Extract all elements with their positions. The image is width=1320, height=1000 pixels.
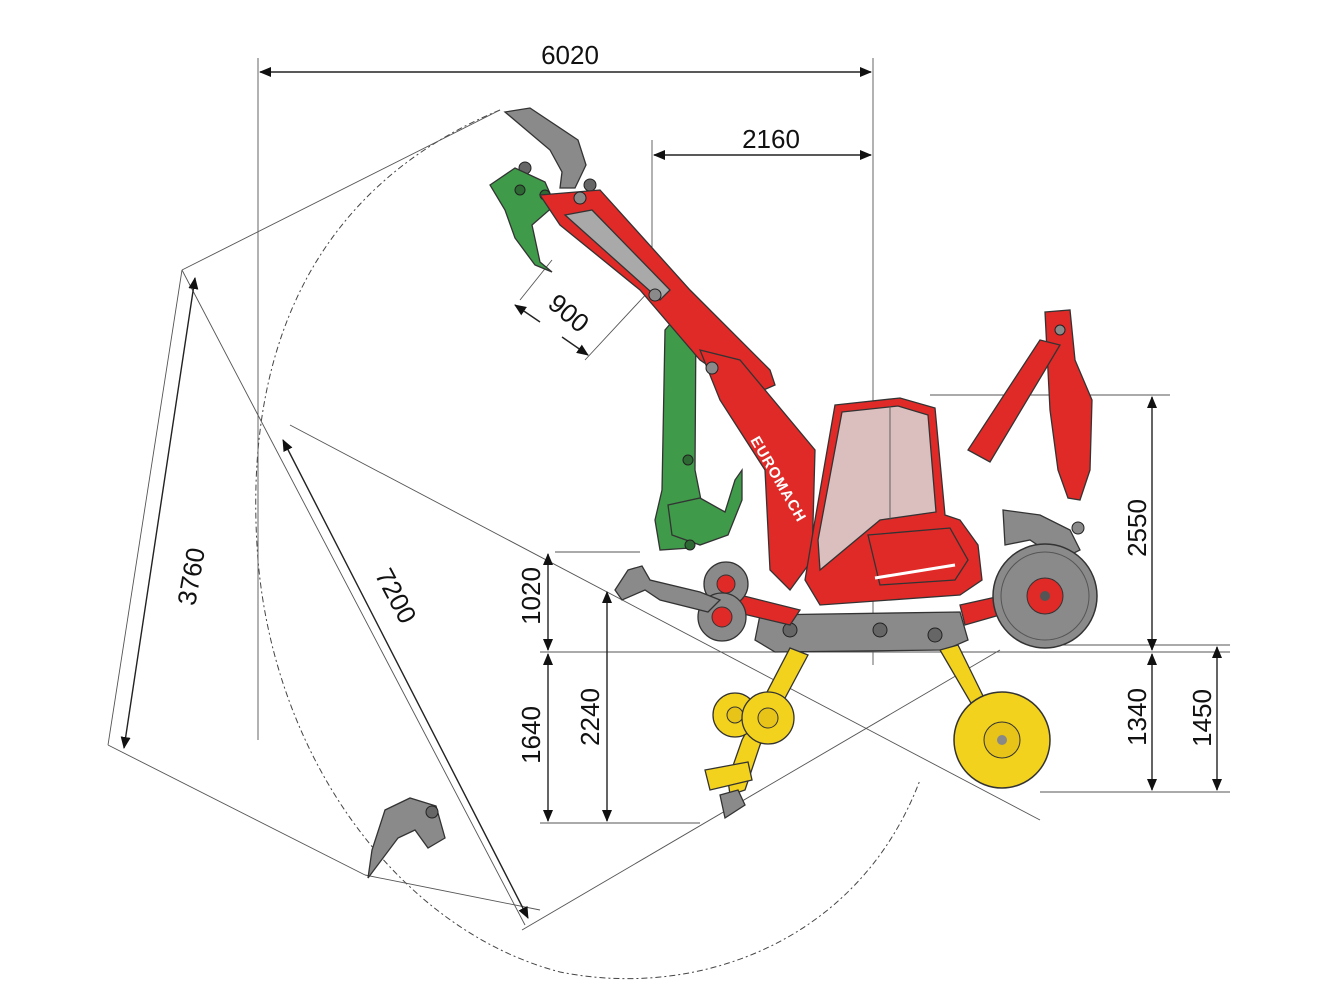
rear-wheel	[992, 543, 1098, 649]
bucket-top	[503, 107, 597, 192]
dim-side-reach-line	[120, 277, 199, 749]
yellow-lower-legs	[704, 644, 1051, 820]
bucket-bottom	[367, 797, 446, 879]
dimension-lines	[120, 67, 1222, 919]
dim-tool-arrow-top	[514, 304, 541, 323]
label-tool-length: 900	[543, 288, 596, 339]
label-total-reach: 6020	[541, 40, 599, 70]
label-dig-depth: 2240	[575, 688, 605, 746]
label-lower-leg: 1640	[516, 706, 546, 764]
gray-front-leg	[614, 565, 722, 613]
front-boom: EUROMACH	[538, 189, 816, 591]
label-overall-height: 2550	[1122, 499, 1152, 557]
rear-backhoe	[967, 309, 1093, 561]
label-rear-offset: 2160	[742, 124, 800, 154]
green-arm-folded	[654, 309, 743, 551]
dim-max-reach-line	[282, 439, 529, 919]
green-ripper-top	[489, 167, 556, 273]
chassis	[734, 594, 1011, 653]
label-rear-wheel: 1340	[1122, 688, 1152, 746]
label-upper-leg: 1020	[516, 567, 546, 625]
label-front-wheel: 1450	[1187, 689, 1217, 747]
dim-tool-arrow-bottom	[561, 336, 589, 356]
cab	[804, 397, 983, 606]
dimension-labels: 6020 2160 900 3760 7200 2550 1020 1640 2…	[171, 40, 1217, 764]
label-side-reach: 3760	[171, 545, 211, 607]
label-max-reach: 7200	[369, 563, 423, 628]
